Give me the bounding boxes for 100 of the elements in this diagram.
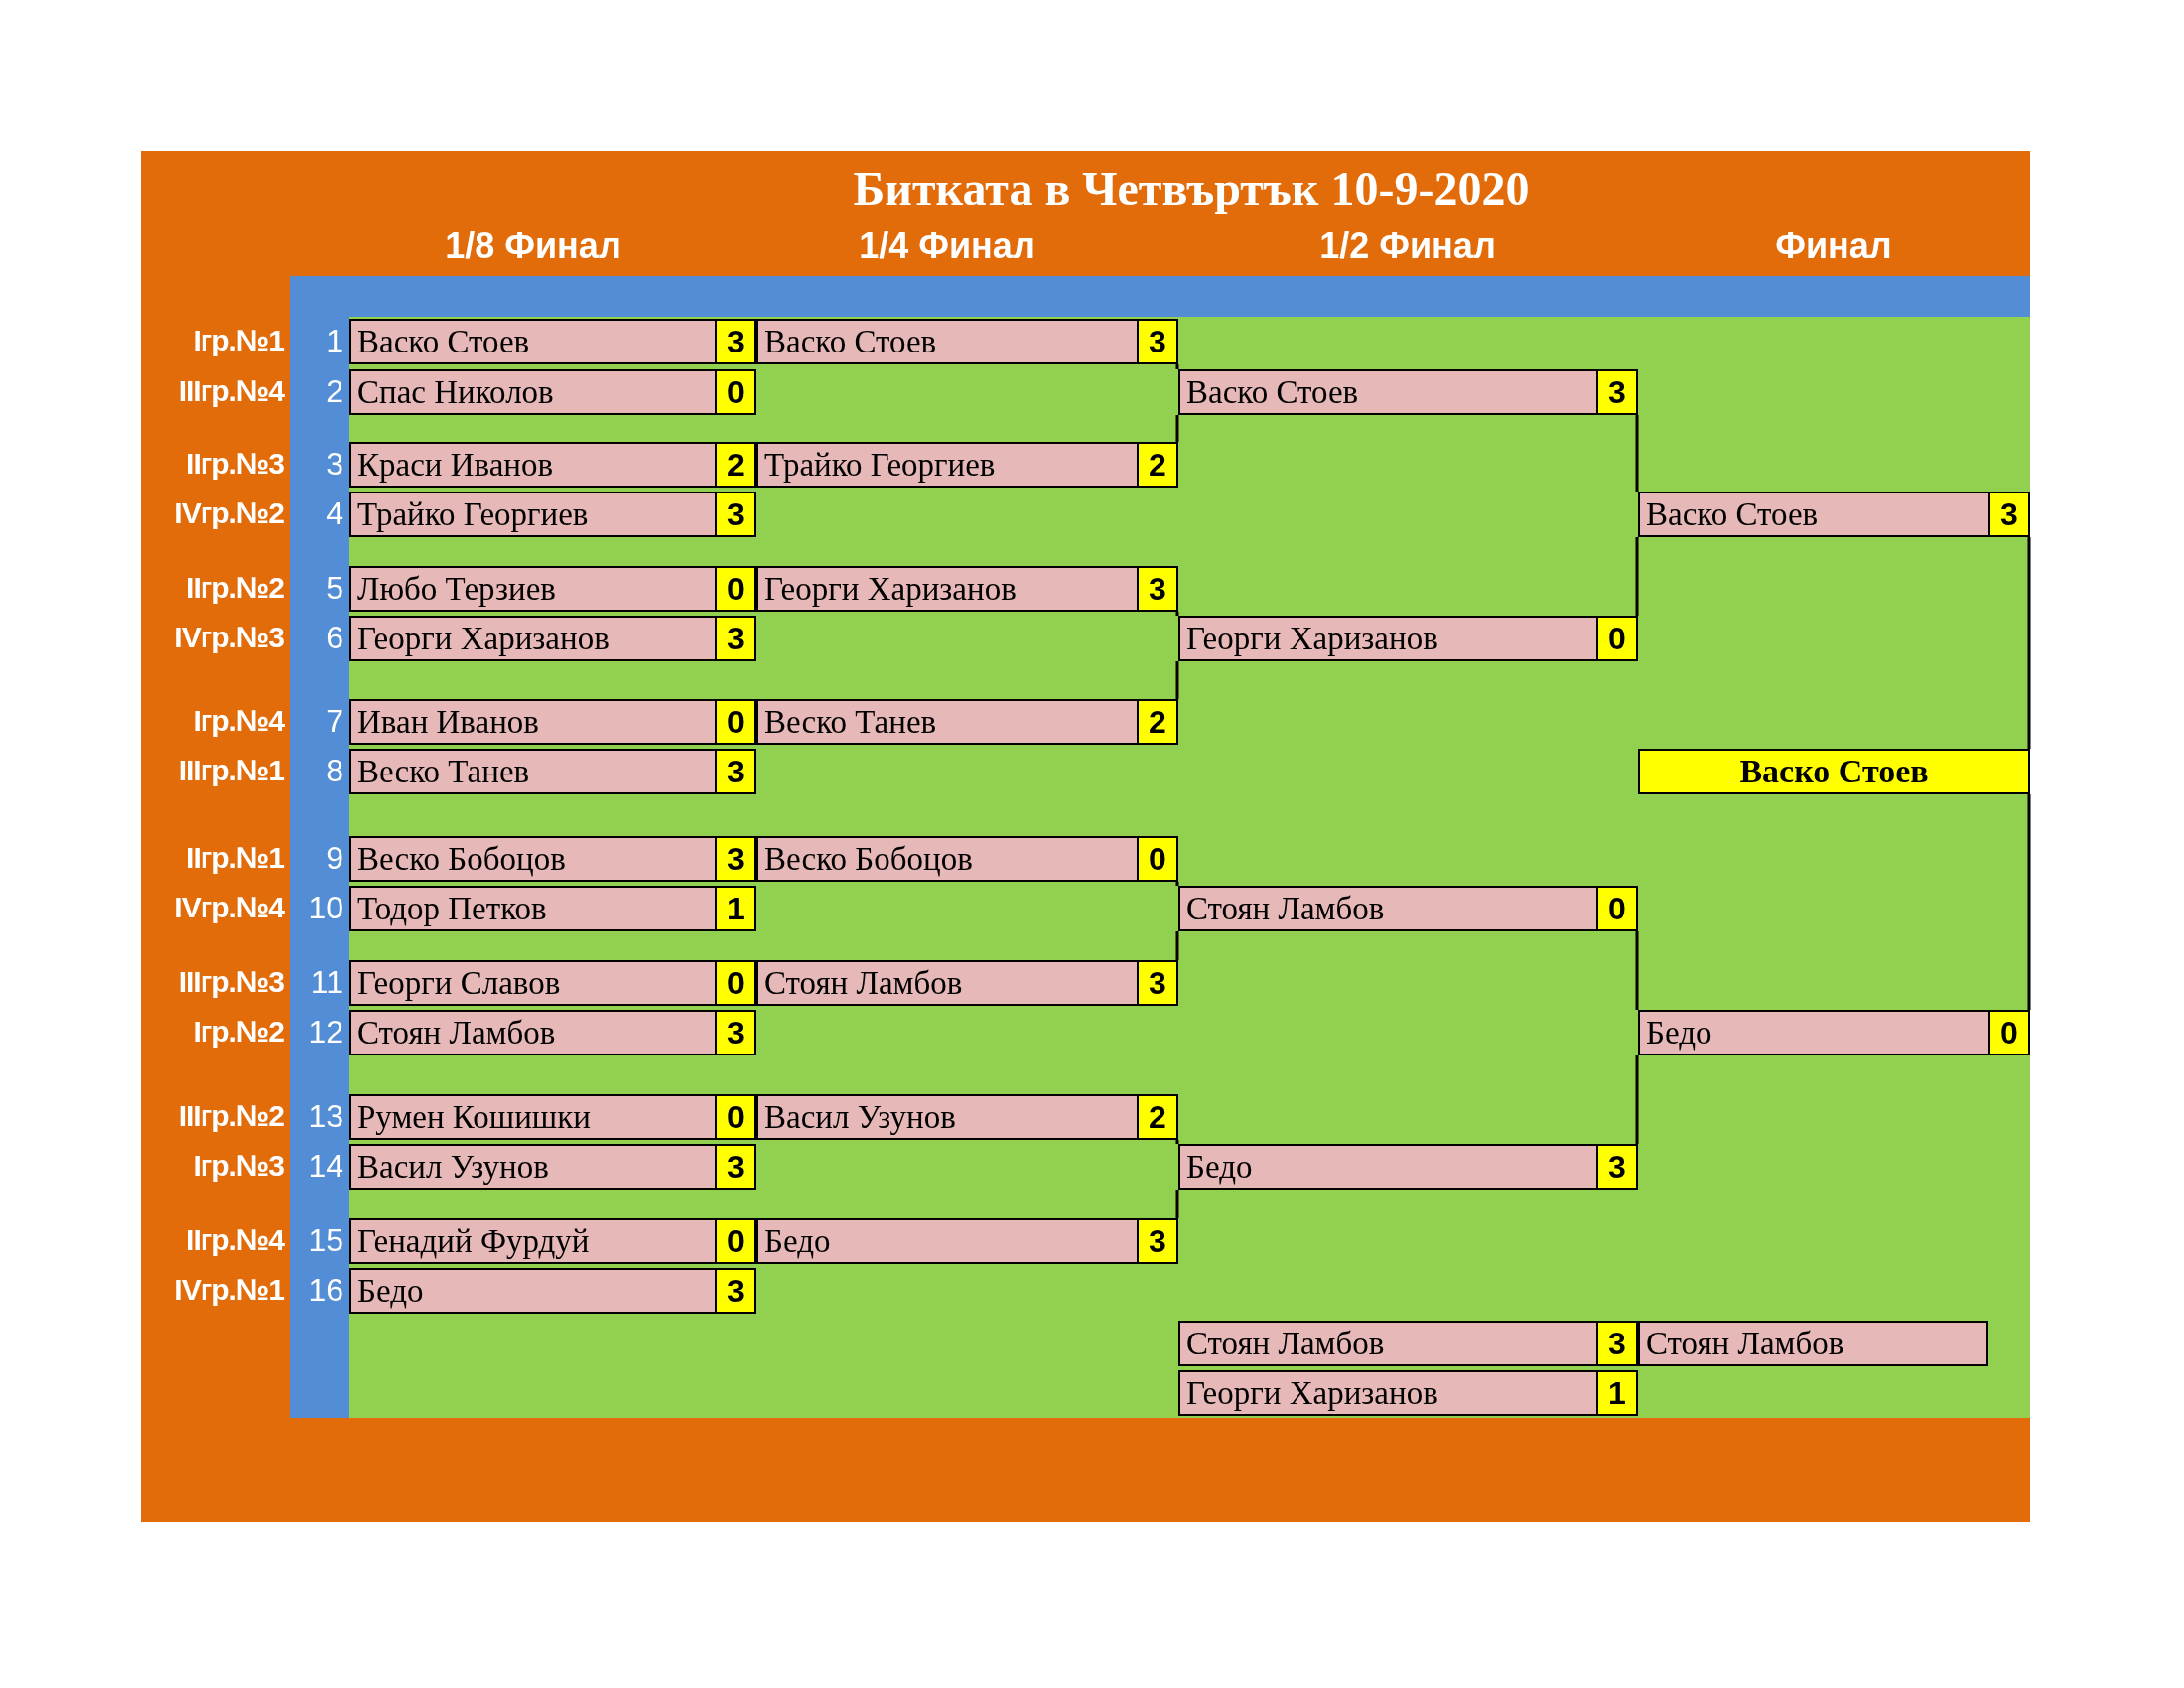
player-name: Веско Танев: [763, 703, 938, 742]
player-name: Веско Бобоцов: [356, 840, 567, 879]
bracket-line: [1635, 415, 1639, 492]
player-entry: [349, 1268, 756, 1314]
group-label: IVгр.№4: [173, 890, 286, 925]
score: 0: [1137, 838, 1176, 880]
seed-number: 2: [325, 372, 344, 411]
score: 3: [715, 493, 754, 535]
player-entry: [349, 1010, 756, 1055]
player-entry: [349, 960, 756, 1006]
bracket-line: [1635, 537, 1639, 616]
score: 0: [1988, 1012, 2028, 1054]
score: 3: [715, 1270, 754, 1312]
seed-number: 1: [325, 322, 344, 360]
group-label: Iгр.№4: [192, 703, 286, 739]
player-entry: [349, 886, 756, 931]
score: 3: [715, 618, 754, 659]
score: 2: [715, 444, 754, 486]
champion-box: [1638, 749, 2030, 794]
player-entry: [349, 566, 756, 612]
seed-number: 7: [325, 702, 344, 741]
player-name: Бедо: [356, 1272, 425, 1311]
player-name: Васко Стоев: [1185, 373, 1360, 412]
score: 3: [1137, 962, 1176, 1004]
seed-number: 14: [307, 1147, 344, 1186]
player-name: Стоян Ламбов: [1185, 1325, 1386, 1363]
seed-number: 15: [307, 1221, 344, 1260]
seed-number: 4: [325, 494, 344, 533]
bracket-line: [1175, 1190, 1179, 1218]
score: 3: [1596, 1323, 1636, 1364]
group-label: IIгр.№3: [185, 446, 285, 482]
player-name: Трайко Георгиев: [356, 495, 590, 534]
score: 1: [715, 888, 754, 929]
player-entry: [349, 836, 756, 882]
round-header: Финал: [1774, 224, 1893, 268]
score: 3: [715, 1146, 754, 1188]
player-name: Васко Стоев: [1645, 495, 1820, 534]
score: 3: [1988, 493, 2028, 535]
player-entry: [349, 1218, 756, 1264]
score: 3: [1596, 1146, 1636, 1188]
player-entry: [349, 492, 756, 537]
group-label: IIIгр.№3: [177, 964, 285, 1000]
score: 2: [1137, 1096, 1176, 1138]
player-entry: [349, 1144, 756, 1190]
round-header: 1/4 Финал: [858, 224, 1036, 268]
group-label: IIгр.№1: [185, 840, 285, 876]
seed-number: 6: [325, 619, 344, 657]
player-name: Стоян Ламбов: [1645, 1325, 1845, 1363]
player-name: Георги Харизанов: [1185, 1374, 1439, 1413]
bracket-line: [2027, 794, 2031, 1010]
bracket-line: [1175, 882, 1179, 886]
player-entry: [349, 369, 756, 415]
group-label: IIIгр.№1: [177, 753, 285, 788]
player-entry: [349, 319, 756, 364]
player-entry: [349, 699, 756, 745]
player-name: Бедо: [1645, 1014, 1713, 1053]
seed-number: 12: [307, 1013, 344, 1052]
score: 0: [715, 1220, 754, 1262]
player-name: Стоян Ламбов: [763, 964, 964, 1003]
player-entry: [756, 699, 1178, 745]
player-entry: [349, 616, 756, 661]
player-name: Васко Стоев: [356, 323, 531, 361]
score: 0: [715, 962, 754, 1004]
bracket-line: [1175, 612, 1179, 616]
score: 0: [715, 371, 754, 413]
score: 0: [715, 568, 754, 610]
player-entry: [1638, 492, 2030, 537]
score: 3: [715, 838, 754, 880]
player-name: Георги Харизанов: [1185, 620, 1439, 658]
player-entry: [349, 1094, 756, 1140]
group-label: IVгр.№1: [173, 1272, 285, 1308]
player-entry: [1178, 616, 1638, 661]
score: 3: [715, 321, 754, 362]
seed-number: 3: [325, 445, 344, 484]
player-entry: [349, 749, 756, 794]
round-header: 1/8 Финал: [444, 224, 622, 268]
bracket-line: [2027, 537, 2031, 749]
score: 3: [715, 1012, 754, 1054]
bracket-line: [1175, 1140, 1179, 1144]
score: 3: [1137, 321, 1176, 362]
group-label: IVгр.№3: [173, 620, 285, 655]
score: 3: [1137, 568, 1176, 610]
title: Битката в Четвъртък 10-9-2020: [852, 161, 1531, 216]
seed-number: 8: [325, 752, 344, 790]
score: 0: [715, 701, 754, 743]
player-name: Тодор Петков: [356, 890, 548, 928]
group-label: IVгр.№2: [173, 495, 285, 531]
score: 2: [1137, 701, 1176, 743]
group-label: IIIгр.№4: [177, 373, 286, 409]
player-entry: [1638, 1321, 1988, 1366]
player-entry: [1638, 1010, 2030, 1055]
seed-number: 11: [309, 963, 344, 1002]
player-entry: [1178, 886, 1638, 931]
score: 3: [1596, 371, 1636, 413]
player-name: Румен Кошишки: [356, 1098, 592, 1137]
score: 0: [715, 1096, 754, 1138]
group-label: Iгр.№3: [192, 1148, 285, 1184]
bracket-line: [1175, 415, 1179, 442]
player-name: Генадий Фурдуй: [356, 1222, 591, 1261]
seed-number: 16: [307, 1271, 344, 1310]
